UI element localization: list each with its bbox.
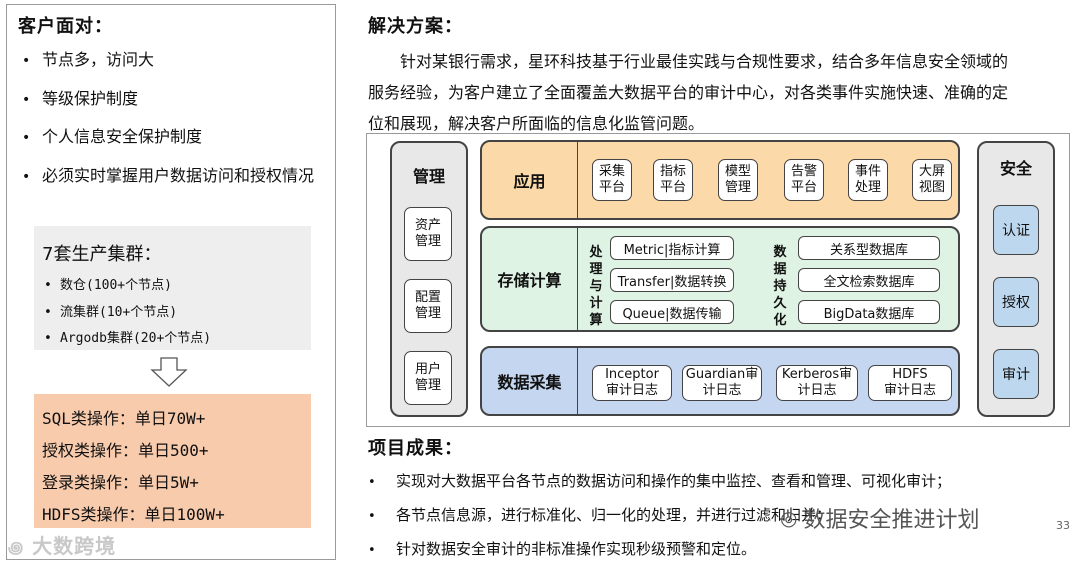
app-item: 大屏 视图 <box>912 159 952 201</box>
app-item: 指标 平台 <box>653 159 693 201</box>
down-arrow-icon <box>150 357 188 387</box>
cluster-item: Argodb集群(20+个节点) <box>44 327 211 354</box>
challenge-item: 必须实时掌握用户数据访问和授权情况 <box>22 162 314 201</box>
persistence-label: 数据持久化 <box>773 245 787 328</box>
wechat-icon: ◎ <box>780 506 798 530</box>
page-number: 33 <box>1056 519 1070 532</box>
watermark-left-text: 大数跨境 <box>32 534 117 558</box>
ops-item: SQL类操作：单日70W+ <box>42 409 206 428</box>
solution-line: 位和展现，解决客户所面临的信息化监管问题。 <box>368 114 705 133</box>
application-label: 应用 <box>482 142 578 218</box>
ops-item: 授权类操作：单日500+ <box>42 441 209 460</box>
app-item: 采集 平台 <box>592 159 632 201</box>
authorization-item: 授权 <box>993 277 1039 327</box>
ops-item: 登录类操作：单日5W+ <box>42 473 199 492</box>
watermark-left: ꩜ 大数跨境 <box>8 530 116 559</box>
cluster-item: 流集群(10+个节点) <box>44 301 211 328</box>
solution-title: 解决方案： <box>368 16 463 37</box>
watermark-right-text: 数据安全推进计划 <box>803 508 980 533</box>
app-item: 模型 管理 <box>718 159 758 201</box>
processing-label: 处理与计算 <box>589 245 603 328</box>
challenge-item: 等级保护制度 <box>22 85 314 124</box>
customer-challenges-panel <box>6 4 336 560</box>
authentication-item: 认证 <box>993 205 1039 255</box>
data-collection-label: 数据采集 <box>482 348 578 414</box>
processing-item: Transfer|数据转换 <box>610 268 734 292</box>
audit-item: 审计 <box>993 349 1039 399</box>
cluster-box: 7套生产集群： 数仓(100+个节点) 流集群(10+个节点) Argodb集群… <box>34 226 311 350</box>
application-layer: 应用 采集 平台 指标 平台 模型 管理 告警 平台 事件 处理 大屏 视图 <box>480 140 960 220</box>
config-management-item: 配置 管理 <box>404 279 452 333</box>
cluster-item: 数仓(100+个节点) <box>44 274 211 301</box>
collection-item: Kerberos审 计日志 <box>776 365 858 401</box>
processing-item: Queue|数据传输 <box>610 300 734 324</box>
challenge-item: 节点多，访问大 <box>22 46 314 85</box>
persistence-item: 关系型数据库 <box>798 236 940 260</box>
result-item: 实现对大数据平台各节点的数据访问和操作的集中监控、查看和管理、可视化审计； <box>368 470 951 504</box>
management-column: 管理 资产 管理 配置 管理 用户 管理 <box>390 141 468 417</box>
solution-line: 针对某银行需求，星环科技基于行业最佳实践与合规性要求，结合多年信息安全领域的 <box>400 52 1009 71</box>
results-title: 项目成果： <box>368 438 463 459</box>
cluster-list: 数仓(100+个节点) 流集群(10+个节点) Argodb集群(20+个节点) <box>44 274 211 354</box>
user-management-item: 用户 管理 <box>404 351 452 405</box>
storage-compute-layer: 存储计算 处理与计算 Metric|指标计算 Transfer|数据转换 Que… <box>480 226 960 332</box>
ops-item: HDFS类操作：单日100W+ <box>42 505 225 524</box>
management-title: 管理 <box>412 167 445 186</box>
solution-text: 针对某银行需求，星环科技基于行业最佳实践与合规性要求，结合多年信息安全领域的 服… <box>368 46 1070 139</box>
storage-compute-label: 存储计算 <box>482 228 578 330</box>
operations-box: SQL类操作：单日70W+ 授权类操作：单日500+ 登录类操作：单日5W+ H… <box>34 394 311 528</box>
security-title: 安全 <box>999 159 1032 178</box>
result-item: 各节点信息源，进行标准化、归一化的处理，并进行过滤和归并； <box>368 504 951 538</box>
challenge-item: 个人信息安全保护制度 <box>22 123 314 162</box>
persistence-item: 全文检索数据库 <box>798 268 940 292</box>
collection-item: HDFS 审计日志 <box>868 365 952 401</box>
challenge-list: 节点多，访问大 等级保护制度 个人信息安全保护制度 必须实时掌握用户数据访问和授… <box>22 46 314 200</box>
results-list: 实现对大数据平台各节点的数据访问和操作的集中监控、查看和管理、可视化审计； 各节… <box>368 470 951 565</box>
app-item: 告警 平台 <box>784 159 824 201</box>
collection-item: Guardian审 计日志 <box>682 365 762 401</box>
customer-challenges-title: 客户面对： <box>18 16 113 37</box>
collection-item: Inceptor 审计日志 <box>592 365 672 401</box>
result-item: 针对数据安全审计的非标准操作实现秒级预警和定位。 <box>368 538 951 565</box>
architecture-diagram: 管理 资产 管理 配置 管理 用户 管理 应用 采集 平台 指标 平台 模型 管… <box>366 133 1070 427</box>
app-item: 事件 处理 <box>848 159 888 201</box>
watermark-logo-icon: ꩜ <box>8 538 25 557</box>
watermark-right: ◎ 数据安全推进计划 <box>780 502 979 534</box>
processing-item: Metric|指标计算 <box>610 236 734 260</box>
asset-management-item: 资产 管理 <box>404 207 452 261</box>
security-column: 安全 认证 授权 审计 <box>977 141 1055 417</box>
data-collection-layer: 数据采集 Inceptor 审计日志 Guardian审 计日志 Kerbero… <box>480 346 960 416</box>
persistence-item: BigData数据库 <box>798 300 940 324</box>
solution-line: 服务经验，为客户建立了全面覆盖大数据平台的审计中心，对各类事件实施快速、准确的定 <box>368 83 1009 102</box>
cluster-title: 7套生产集群： <box>42 244 162 265</box>
